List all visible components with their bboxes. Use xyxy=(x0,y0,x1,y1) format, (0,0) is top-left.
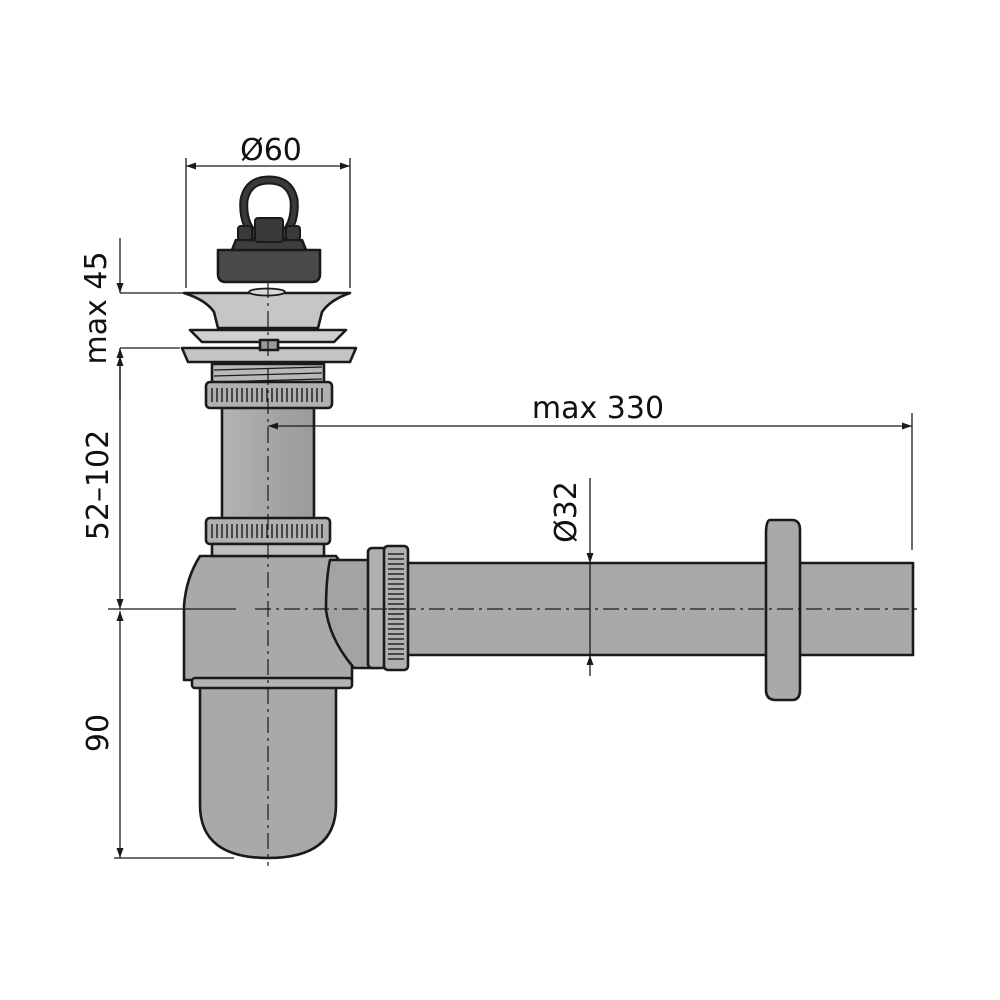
dim-pipe-diameter: Ø32 xyxy=(549,478,594,676)
dim-height-range: 52–102 xyxy=(81,356,236,610)
dim-top-diameter-label: Ø60 xyxy=(240,133,302,168)
trap-cup xyxy=(198,682,338,860)
outlet-pipe xyxy=(403,518,915,702)
dim-outlet-length-label: max 330 xyxy=(532,391,664,426)
outlet-union-nut xyxy=(366,544,410,672)
dim-outlet-length: max 330 xyxy=(268,391,913,550)
trap-side-outlet xyxy=(324,558,380,670)
wall-rosette xyxy=(764,518,802,702)
strainer-center xyxy=(248,287,286,297)
strainer-bowl xyxy=(182,291,352,330)
dim-trap-depth: 90 xyxy=(81,611,234,859)
dim-trap-depth-label: 90 xyxy=(81,714,116,752)
rubber-plug xyxy=(216,175,322,284)
dim-height-range-label: 52–102 xyxy=(81,430,116,540)
dim-plug-height-label: max 45 xyxy=(79,251,114,364)
center-bolt xyxy=(258,338,280,352)
drain-nut xyxy=(204,362,334,410)
trap-cup-ring xyxy=(190,676,354,690)
dim-pipe-diameter-label: Ø32 xyxy=(549,481,584,543)
dim-plug-height: max 45 xyxy=(79,238,200,400)
lower-flange xyxy=(180,346,358,364)
washer xyxy=(188,328,348,344)
dim-top-diameter: Ø60 xyxy=(185,133,351,288)
